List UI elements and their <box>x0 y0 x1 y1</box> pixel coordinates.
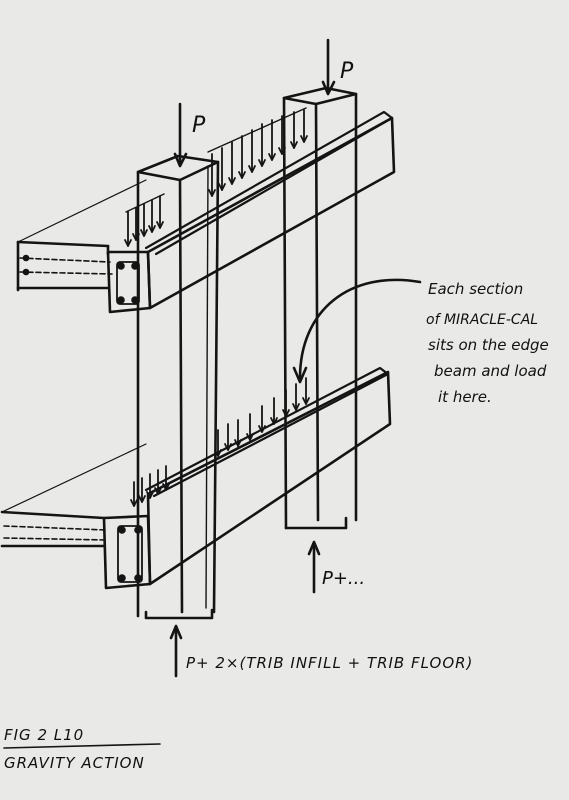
left-column <box>136 154 220 620</box>
note-line-3: sits on the edge <box>428 336 549 354</box>
note-line-1: Each section <box>428 280 523 298</box>
point-load-left <box>173 102 188 168</box>
reaction-arrow-bottom <box>169 624 183 678</box>
reaction-label-bottom: P+ 2×(TRIB INFILL + TRIB FLOOR) <box>186 654 473 672</box>
note-leader-arrow <box>292 278 422 384</box>
right-column <box>282 86 358 530</box>
lower-beam-load-arrows <box>130 377 310 507</box>
load-label-right: P <box>340 59 354 84</box>
reaction-arrow-right <box>307 540 321 594</box>
upper-slab <box>16 179 147 292</box>
lower-slab <box>0 443 147 548</box>
note-line-2: of MIRACLE-CAL <box>426 312 538 328</box>
lower-beam <box>102 366 392 590</box>
reaction-label-right: P+... <box>322 568 365 589</box>
figure-number: FIG 2 L10 <box>4 726 84 744</box>
figure-title-underline <box>3 743 161 749</box>
load-label-left: P <box>192 113 206 138</box>
point-load-right <box>321 38 336 96</box>
figure-title: GRAVITY ACTION <box>4 754 145 772</box>
note-line-4: beam and load <box>434 362 547 380</box>
note-line-5: it here. <box>438 388 492 406</box>
upper-beam <box>106 110 396 314</box>
upper-beam-load-arrows <box>124 107 308 247</box>
